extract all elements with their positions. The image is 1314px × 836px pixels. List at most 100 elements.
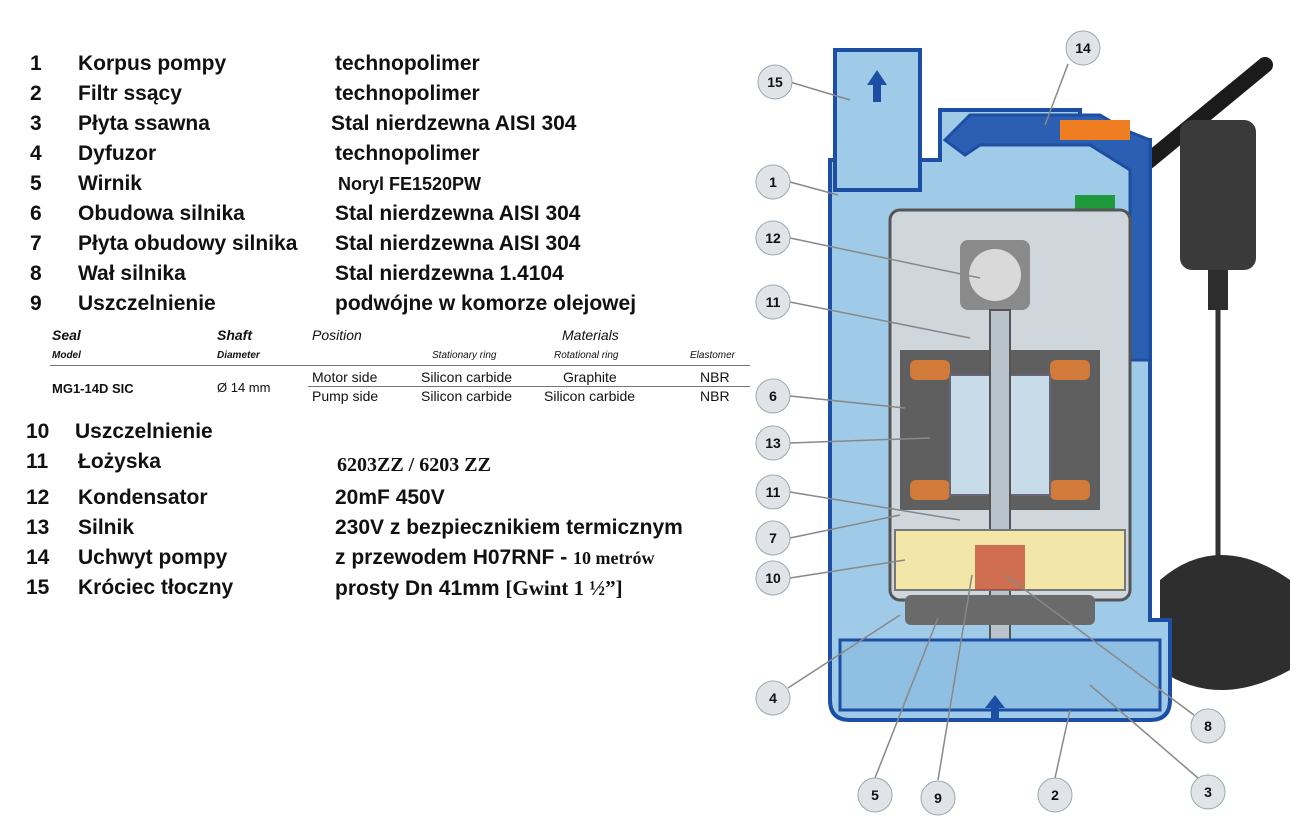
callout-10: 10 <box>755 559 906 596</box>
diameter-header: Diameter <box>217 350 260 361</box>
svg-text:1: 1 <box>769 174 777 190</box>
intake-arrow-icon <box>985 695 1005 720</box>
callout-3: 3 <box>1089 684 1226 810</box>
part-number: 5 <box>30 172 42 195</box>
callout-5: 5 <box>857 617 939 813</box>
suction-filter <box>838 638 1162 712</box>
stationary-ring: Silicon carbide <box>421 388 513 404</box>
part-number: 8 <box>30 262 42 285</box>
part-material: technopolimer <box>335 52 480 75</box>
part-material: Stal nierdzewna AISI 304 <box>331 112 577 135</box>
svg-text:11: 11 <box>766 484 781 500</box>
part-material: prosty Dn 41mm [Gwint 1 ½”] <box>335 576 623 601</box>
winding-bottom-right <box>1050 480 1090 500</box>
part-number: 11 <box>26 450 49 473</box>
part-number: 9 <box>30 292 42 315</box>
svg-text:13: 13 <box>765 435 781 451</box>
seal-position: Motor side <box>312 369 378 385</box>
part-material: z przewodem H07RNF - 10 metrów <box>335 546 655 570</box>
callout-8: 8 <box>1004 574 1226 744</box>
part-material-a: prosty Dn 41mm <box>335 577 506 600</box>
stationary-ring-header: Stationary ring <box>432 350 497 361</box>
svg-text:10: 10 <box>765 570 781 586</box>
rotational-ring: Silicon carbide <box>544 388 636 404</box>
part-material: technopolimer <box>335 82 480 105</box>
svg-text:7: 7 <box>769 530 777 546</box>
part-name: Kondensator <box>78 486 208 509</box>
part-material: 230V z bezpiecznikiem termicznym <box>335 516 683 539</box>
part-number: 3 <box>30 112 42 135</box>
part-name: Uchwyt pompy <box>78 546 228 569</box>
mechanical-seal <box>975 545 1025 590</box>
part-name: Korpus pompy <box>78 52 227 75</box>
part-material: 6203ZZ / 6203 ZZ <box>337 454 491 476</box>
svg-text:6: 6 <box>769 388 777 404</box>
part-number: 13 <box>26 516 50 539</box>
svg-text:11: 11 <box>766 294 781 310</box>
elastomer: NBR <box>700 388 730 404</box>
shaft-diameter: Ø 14 mm <box>217 380 271 395</box>
part-name: Łożyska <box>78 450 161 473</box>
part-name: Płyta ssawna <box>78 112 210 135</box>
part-number: 6 <box>30 202 42 225</box>
part-number: 4 <box>30 142 42 165</box>
part-number: 7 <box>30 232 42 255</box>
float-switch-lower <box>1160 555 1290 690</box>
callout-1: 1 <box>755 164 839 200</box>
callout-9: 9 <box>920 574 973 816</box>
svg-text:4: 4 <box>769 690 777 706</box>
part-name: Filtr ssący <box>78 82 182 105</box>
part-number: 10 <box>26 420 50 443</box>
seal-position: Pump side <box>312 388 379 404</box>
part-number: 2 <box>30 82 42 105</box>
part-material: 20mF 450V <box>335 486 445 509</box>
seal-header: Seal <box>52 327 81 343</box>
pump-cross-section-diagram: 15 14 1 12 11 6 13 11 7 <box>755 30 1290 816</box>
part-number: 12 <box>26 486 50 509</box>
float-switch-upper <box>1180 120 1256 270</box>
part-material-a: z przewodem H07RNF - <box>335 546 574 569</box>
callout-14: 14 <box>1044 30 1101 126</box>
part-name: Dyfuzor <box>78 142 157 165</box>
svg-text:2: 2 <box>1051 787 1059 803</box>
svg-text:15: 15 <box>767 74 783 90</box>
part-name: Uszczelnienie <box>78 292 216 315</box>
part-number: 15 <box>26 576 50 599</box>
svg-text:3: 3 <box>1204 784 1212 800</box>
part-name: Wirnik <box>78 172 142 195</box>
part-name: Króciec tłoczny <box>78 576 234 599</box>
part-number: 14 <box>26 546 50 569</box>
callout-2: 2 <box>1037 709 1073 813</box>
svg-text:8: 8 <box>1204 718 1212 734</box>
table-divider <box>308 386 750 387</box>
part-name: Uszczelnienie <box>75 420 213 443</box>
winding-top-right <box>1050 360 1090 380</box>
callout-15: 15 <box>757 64 851 101</box>
model-header: Model <box>52 350 81 361</box>
part-name: Płyta obudowy silnika <box>78 232 298 255</box>
stationary-ring: Silicon carbide <box>421 369 513 385</box>
rotational-ring: Graphite <box>563 369 617 385</box>
elastomer-header: Elastomer <box>690 350 736 361</box>
callout-4: 4 <box>755 614 901 716</box>
callout-6: 6 <box>755 378 906 414</box>
part-name: Wał silnika <box>78 262 186 285</box>
callout-12: 12 <box>755 220 981 279</box>
callout-7: 7 <box>755 514 901 556</box>
float-switch-neck <box>1208 270 1228 310</box>
position-header: Position <box>312 327 362 343</box>
svg-text:9: 9 <box>934 790 942 806</box>
svg-text:14: 14 <box>1075 40 1091 56</box>
part-number: 1 <box>30 52 42 75</box>
capacitor-cap <box>969 249 1021 301</box>
elastomer: NBR <box>700 369 730 385</box>
part-material: podwójne w komorze olejowej <box>335 292 637 315</box>
part-material: Stal nierdzewna AISI 304 <box>335 232 581 255</box>
impeller <box>905 595 1095 625</box>
svg-text:5: 5 <box>871 787 879 803</box>
part-name: Obudowa silnika <box>78 202 245 225</box>
part-material-b: 10 metrów <box>573 548 655 568</box>
part-material: Stal nierdzewna 1.4104 <box>335 262 564 285</box>
seal-model: MG1-14D SIC <box>52 381 134 396</box>
handle-grip <box>1060 120 1130 140</box>
